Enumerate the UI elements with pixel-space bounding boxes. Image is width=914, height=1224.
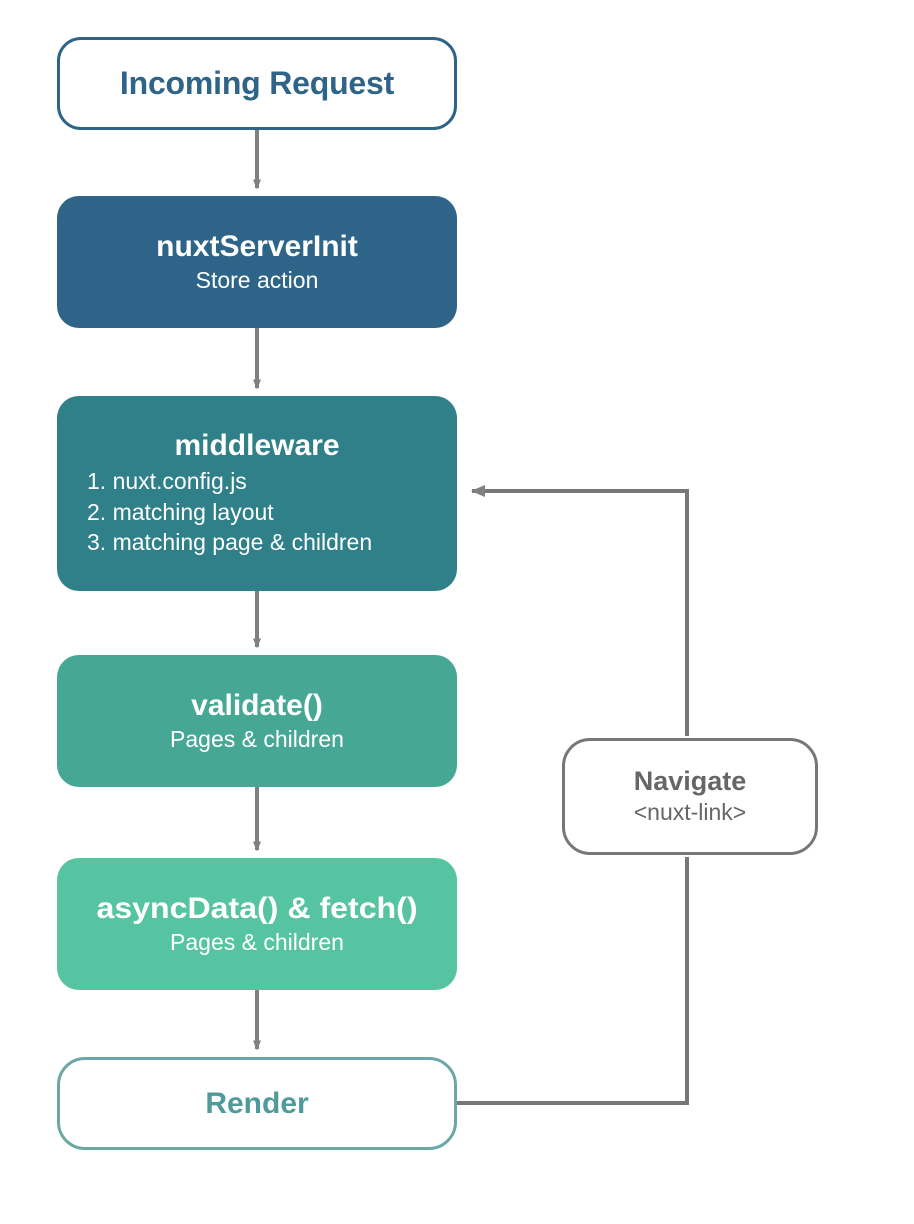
node-validate-label: validate(): [191, 689, 323, 723]
node-validate-sublabel: Pages & children: [170, 726, 344, 753]
node-incoming-request[interactable]: Incoming Request: [57, 37, 457, 130]
node-middleware[interactable]: middleware 1. nuxt.config.js 2. matching…: [57, 396, 457, 591]
node-asyncdata-fetch-sublabel: Pages & children: [170, 929, 344, 956]
node-nuxtserverinit-label: nuxtServerInit: [156, 230, 358, 264]
node-middleware-label: middleware: [174, 429, 340, 463]
node-middleware-step: 1. nuxt.config.js: [87, 468, 247, 495]
node-navigate-label: Navigate: [633, 766, 747, 797]
node-navigate[interactable]: Navigate <nuxt-link>: [562, 738, 818, 855]
node-incoming-request-label: Incoming Request: [119, 64, 395, 101]
node-validate[interactable]: validate() Pages & children: [57, 655, 457, 787]
node-middleware-steps: 1. nuxt.config.js 2. matching layout 3. …: [57, 466, 457, 558]
node-navigate-sublabel: <nuxt-link>: [633, 799, 747, 826]
node-asyncdata-fetch[interactable]: asyncData() & fetch() Pages & children: [57, 858, 457, 990]
node-nuxtserverinit-sublabel: Store action: [195, 267, 319, 294]
node-middleware-step: 3. matching page & children: [87, 529, 373, 556]
edge-navigate-to-middleware: [471, 485, 689, 736]
node-asyncdata-fetch-label: asyncData() & fetch(): [96, 892, 418, 926]
node-middleware-step: 2. matching layout: [87, 498, 274, 525]
node-render-label: Render: [205, 1087, 309, 1120]
node-render[interactable]: Render: [57, 1057, 457, 1150]
node-nuxtserverinit[interactable]: nuxtServerInit Store action: [57, 196, 457, 328]
edge-render-to-navigate: [457, 857, 689, 1105]
